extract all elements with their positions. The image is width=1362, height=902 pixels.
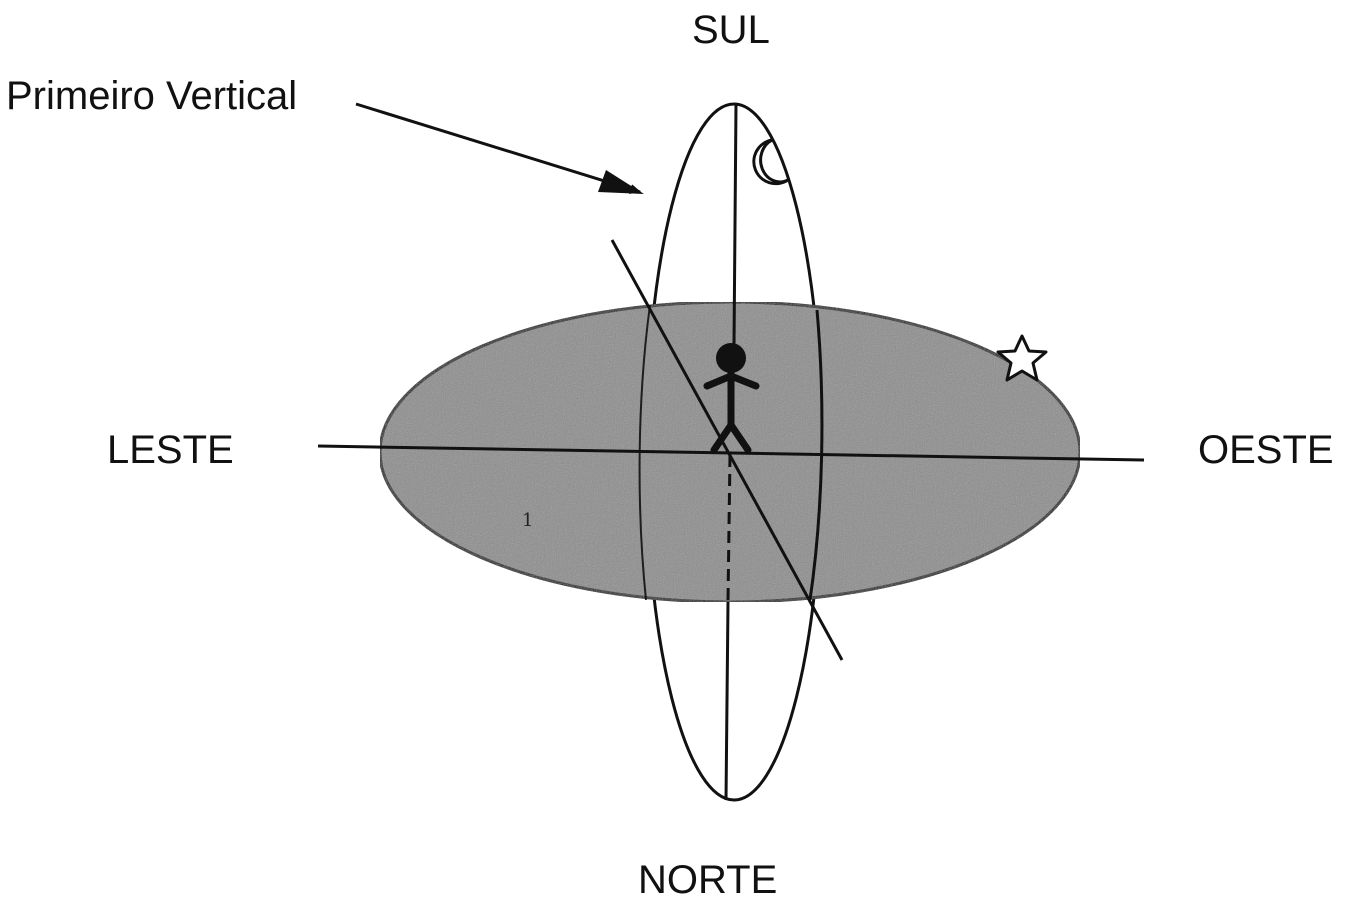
prime-vertical-front-arc bbox=[808, 309, 824, 601]
west-label: OESTE bbox=[1198, 428, 1334, 472]
zenith-line bbox=[732, 103, 738, 346]
south-label: SUL bbox=[692, 8, 770, 52]
small-mark: 1 bbox=[522, 510, 533, 531]
east-west-line bbox=[317, 444, 1145, 462]
dashed-meridian bbox=[726, 454, 732, 601]
moon-icon bbox=[752, 138, 789, 186]
observer-figure bbox=[703, 343, 760, 454]
north-label: NORTE bbox=[638, 858, 778, 902]
oblique-line bbox=[610, 239, 844, 661]
prime-vertical-arrow bbox=[355, 102, 642, 194]
star-icon bbox=[996, 334, 1048, 382]
east-label: LESTE bbox=[107, 428, 234, 472]
nadir-line bbox=[724, 601, 730, 801]
prime-vertical-label: Primeiro Vertical bbox=[6, 74, 298, 118]
prime-vertical-arrowhead bbox=[598, 170, 644, 194]
